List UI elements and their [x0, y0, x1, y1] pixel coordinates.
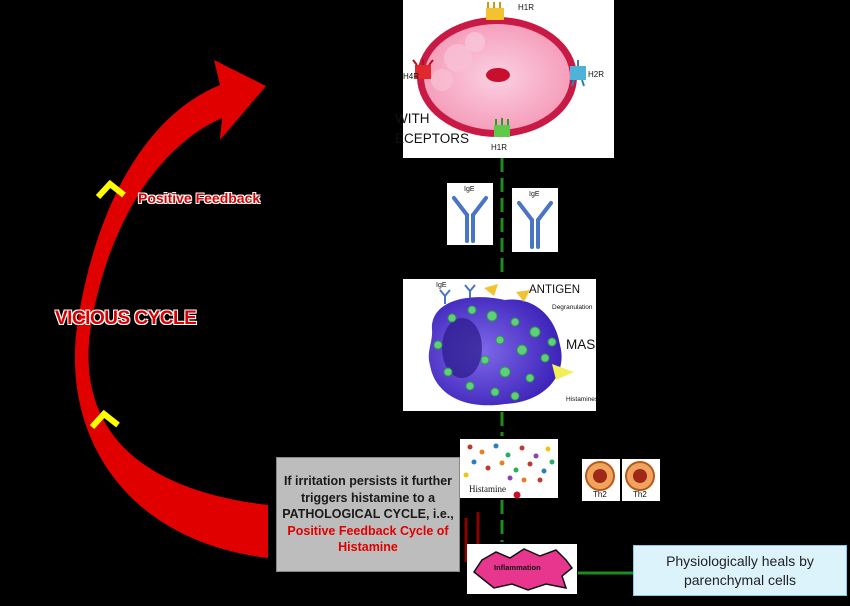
cell-caption-line-1: WITH: [395, 111, 430, 126]
receptor-label-h4r: H4R: [403, 72, 420, 81]
ige-label-1: IgE: [464, 186, 475, 193]
vicious-cycle-arrow: [74, 60, 268, 558]
th2-cell-2: [622, 459, 660, 501]
nucleus: [486, 68, 510, 82]
inflammation-blob: [472, 548, 574, 591]
ige-label-2: IgE: [529, 191, 540, 198]
histamine-panel: [460, 439, 558, 499]
chevron-up-icon: [95, 179, 126, 200]
ige-label-mast: IgE: [436, 282, 447, 289]
receptor-h1r-top: [486, 2, 504, 20]
irritation-note-box: If irritation persists it further trigge…: [276, 457, 460, 572]
inflammation-label: Inflammation: [494, 563, 541, 572]
histamine-label: Histamine: [469, 484, 506, 494]
receptor-label-h1r-top: H1R: [518, 3, 535, 12]
ige-panel-2: [512, 188, 558, 252]
receptor-label-h1r-bottom: H1R: [491, 143, 508, 152]
inflammation-panel: [467, 544, 577, 594]
th2-cell-1: [582, 459, 620, 501]
physiological-heal-text: Physiologically heals by parenchymal cel…: [666, 553, 814, 588]
cell-caption-line-2: ECEPTORS: [395, 131, 470, 146]
mast-cell-panel: [403, 279, 596, 411]
physiological-heal-box: Physiologically heals by parenchymal cel…: [633, 545, 847, 596]
mast-nucleus: [442, 318, 482, 378]
chevron-up-icon: [89, 409, 120, 430]
degranulation-label: Degranulation: [552, 304, 593, 311]
antigen-label: ANTIGEN: [529, 284, 581, 296]
receptor-label-h2r: H2R: [588, 70, 605, 79]
vicious-cycle-label: VICIOUS CYCLE: [55, 308, 197, 329]
histamines-label: Histamines: [566, 396, 599, 403]
th2-label-1: Th2: [593, 490, 607, 499]
receptor-h2r: [570, 60, 586, 87]
red-marks: [464, 512, 480, 562]
mast-cut-label: MAS: [566, 337, 596, 352]
irritation-note-text: If irritation persists it further trigge…: [282, 474, 454, 522]
receptor-h4r: [412, 59, 434, 79]
cell-panel: [403, 0, 614, 158]
th2-label-2: Th2: [633, 490, 647, 499]
irritation-note-highlight: Positive Feedback Cycle of Histamine: [287, 523, 449, 555]
receptor-h1r-bottom: [494, 118, 510, 137]
ige-panel-1: [447, 183, 493, 245]
positive-feedback-label: Positive Feedback: [138, 190, 261, 206]
